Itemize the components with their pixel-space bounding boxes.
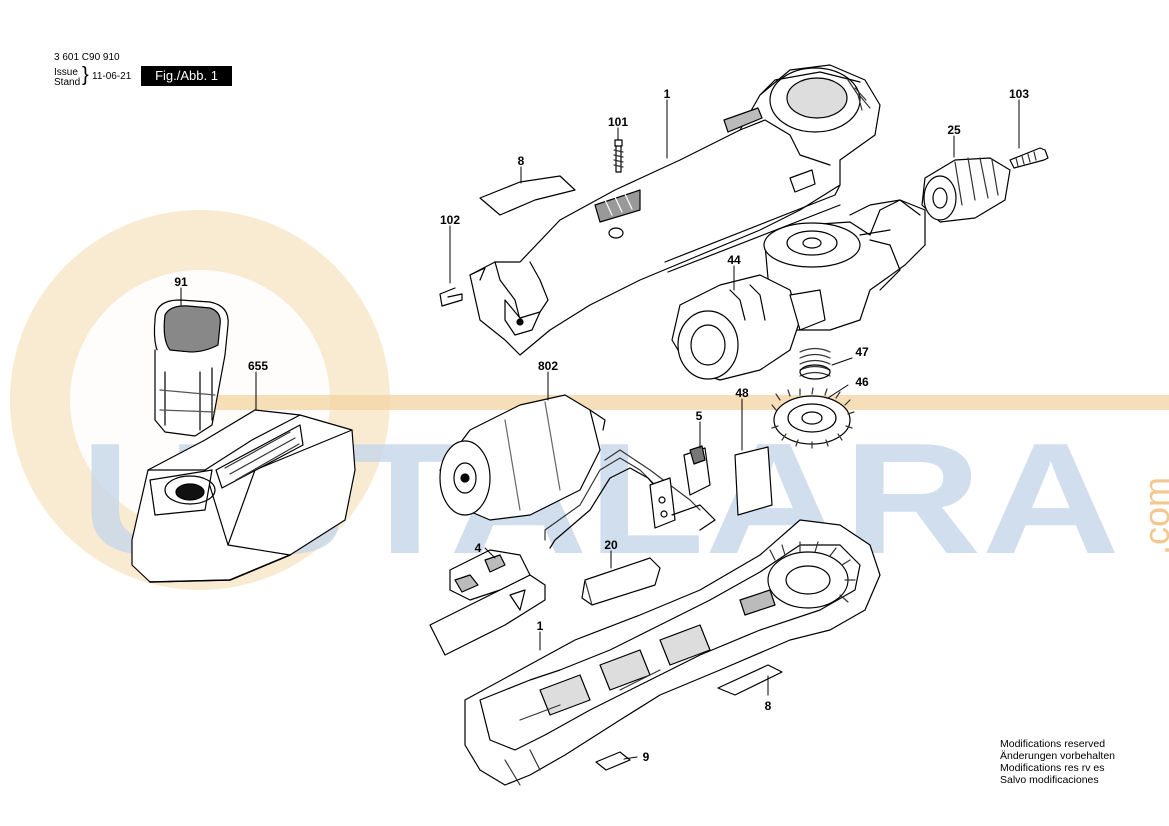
callout-103: 103 [1009, 87, 1029, 101]
brace: } [82, 64, 89, 86]
motor-802 [439, 394, 606, 521]
footer-line-2: Änderungen vorbehalten [1000, 750, 1116, 762]
callout-48: 48 [735, 386, 749, 400]
callout-101: 101 [608, 115, 628, 129]
screw-101 [613, 139, 624, 173]
upper-housing-shell [469, 64, 881, 356]
gear-46 [771, 387, 855, 449]
callout-8-top: 8 [518, 154, 525, 168]
callout-25: 25 [947, 123, 961, 137]
callout-44: 44 [727, 253, 741, 267]
document-number: 3 601 C90 910 [54, 52, 120, 63]
callout-20: 20 [604, 538, 618, 552]
figure-label: Fig./Abb. 1 [141, 66, 232, 86]
footer-notice: Modifications reserved Änderungen vorbeh… [1000, 738, 1115, 786]
switch-5 [683, 445, 711, 496]
footer-line-3: Modifications res rv es [1000, 762, 1105, 774]
stand-label: Stand [54, 77, 81, 88]
callout-5: 5 [696, 409, 703, 423]
battery-pack [153, 299, 229, 437]
chuck-25 [921, 157, 1011, 223]
callout-102: 102 [440, 213, 460, 227]
label-plate-8-bottom [717, 664, 783, 696]
callout-802: 802 [538, 359, 558, 373]
callout-1-top: 1 [664, 87, 671, 101]
callout-655: 655 [248, 359, 268, 373]
screw-103 [1009, 147, 1049, 169]
electronics-module-4 [429, 549, 546, 656]
footer-line-4: Salvo modificaciones [1000, 774, 1099, 786]
clip-102 [439, 287, 463, 307]
spring-47 [799, 347, 831, 380]
issue-label: Issue [54, 67, 78, 78]
callout-46: 46 [855, 375, 869, 389]
watermark-suffix: .com [1136, 476, 1169, 555]
callout-9: 9 [643, 750, 650, 764]
lower-housing-shell [464, 519, 881, 786]
footer-line-1: Modifications reserved [1000, 738, 1106, 750]
gearbox-44 [671, 199, 926, 381]
label-plate-8-top [479, 175, 576, 216]
label-plate-9 [595, 751, 631, 771]
pad-20 [581, 557, 661, 606]
strip-48 [734, 446, 773, 516]
leader-lines [180, 99, 1020, 760]
switch-bracket [649, 477, 716, 531]
issue-date: 11-06-21 [92, 71, 132, 82]
callout-1-bottom: 1 [537, 619, 544, 633]
callout-47: 47 [855, 345, 869, 359]
callout-4: 4 [475, 541, 482, 555]
battery-charger [131, 409, 356, 583]
callout-8-bottom: 8 [765, 699, 772, 713]
callout-91: 91 [174, 275, 188, 289]
